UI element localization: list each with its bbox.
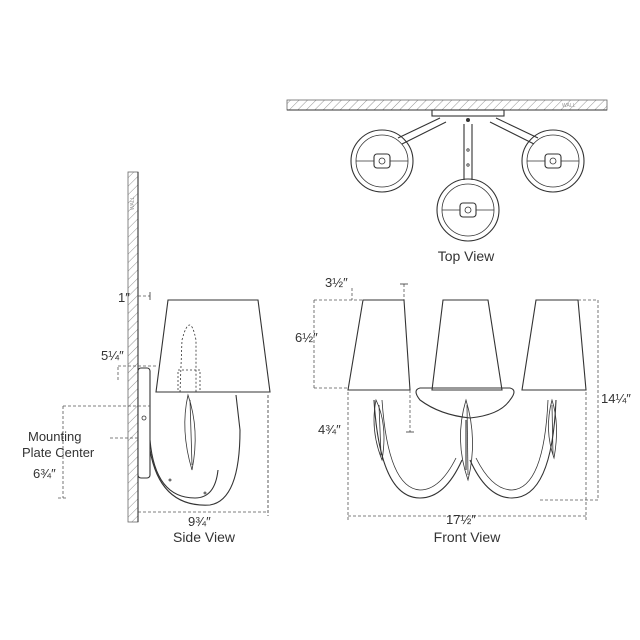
front-shade-right <box>521 299 587 391</box>
dim-mounting-line2: Plate Center <box>22 445 95 460</box>
front-loop <box>415 387 515 419</box>
dim-mounting-line1: Mounting <box>28 429 81 444</box>
dim-front-height: 14¼″ <box>601 391 631 406</box>
front-leaf-left <box>373 398 385 462</box>
top-canopy <box>431 109 505 117</box>
top-canopy-screw <box>466 118 470 122</box>
front-arm-left <box>373 399 463 499</box>
wall-tag-side: WALL <box>130 196 136 210</box>
wall-tag-top: WALL <box>562 103 576 109</box>
side-wall-hatch <box>127 171 139 523</box>
dim-side-depth: 9¾″ <box>188 514 211 529</box>
top-arm-center <box>463 124 473 180</box>
top-shade-left <box>350 129 414 193</box>
top-view: WALL <box>286 99 608 264</box>
top-shade-center <box>436 178 500 242</box>
front-arm-left-inner <box>381 399 457 491</box>
front-shade-center <box>431 299 503 391</box>
side-arm-back <box>149 439 219 499</box>
top-arm-left <box>397 117 447 145</box>
side-view-title: Side View <box>173 529 236 545</box>
front-leaf-right <box>548 398 557 460</box>
dim-front-width: 17½″ <box>446 512 476 527</box>
side-backplate <box>137 367 151 479</box>
front-view: 3½″ 6½″ 4¾″ 14¼″ 17½″ Front View <box>295 275 631 545</box>
side-shade <box>155 299 271 393</box>
top-view-title: Top View <box>438 248 495 264</box>
dim-front-arm: 4¾″ <box>318 422 341 437</box>
dim-side-plate-top: 5¼″ <box>101 348 124 363</box>
side-lamp <box>179 324 197 393</box>
dim-side-plate-bottom: 6¾″ <box>33 466 56 481</box>
dim-front-shade-top: 3½″ <box>325 275 348 290</box>
side-leaf <box>184 393 196 471</box>
side-view: WALL 1″ 5¼″ Mounting Plate Center 6¾″ <box>22 171 271 545</box>
front-view-title: Front View <box>434 529 502 545</box>
front-arm-right <box>469 399 557 499</box>
dim-front-shade-height: 6½″ <box>295 330 318 345</box>
front-shade-left <box>347 299 411 391</box>
dim-side-offset: 1″ <box>118 290 130 305</box>
ceiling-hatch <box>286 99 608 111</box>
front-arm-right-inner <box>475 399 549 491</box>
front-leaf-center <box>460 398 473 482</box>
side-arm-front <box>149 394 241 506</box>
top-arm-right <box>489 117 539 145</box>
top-shade-right <box>521 129 585 193</box>
